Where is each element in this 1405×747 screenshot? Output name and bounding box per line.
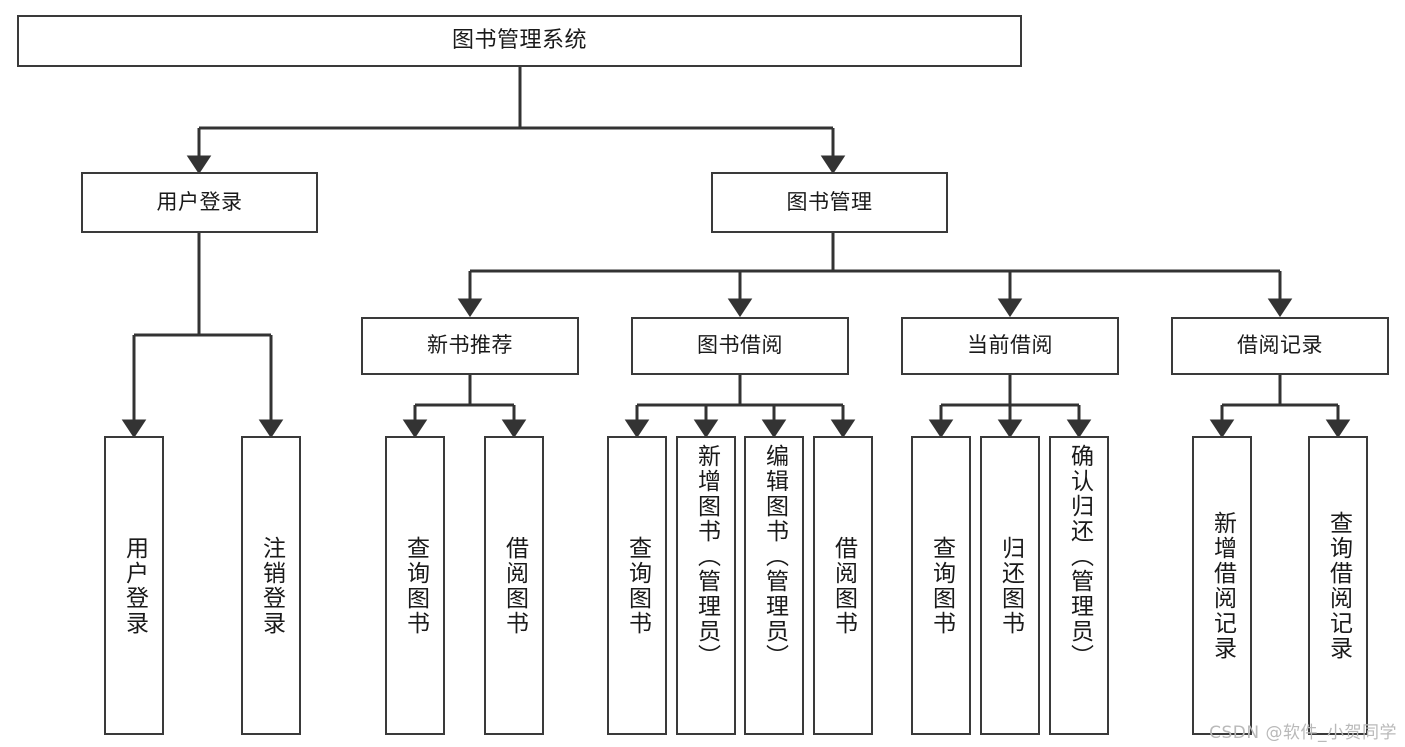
node-book-management[interactable]: 图书管理 [711, 172, 948, 233]
leaf-add-borrow-record[interactable]: 新增借阅记录 [1192, 436, 1252, 735]
node-user-login[interactable]: 用户登录 [81, 172, 318, 233]
node-label: 借阅图书 [830, 535, 857, 636]
node-label: 新增借阅记录 [1209, 510, 1236, 661]
leaf-query-book-new[interactable]: 查询图书 [385, 436, 445, 735]
leaf-return-book[interactable]: 归还图书 [980, 436, 1040, 735]
leaf-add-book-admin[interactable]: 新增图书（管理员） [676, 436, 736, 735]
leaf-edit-book-admin[interactable]: 编辑图书（管理员） [744, 436, 804, 735]
node-label: 图书借阅 [697, 333, 783, 358]
node-label: 查询图书 [402, 535, 429, 636]
node-label: 查询借阅记录 [1325, 510, 1352, 661]
node-new-book-recommend[interactable]: 新书推荐 [361, 317, 579, 375]
leaf-borrow-book-new[interactable]: 借阅图书 [484, 436, 544, 735]
leaf-user-login[interactable]: 用户登录 [104, 436, 164, 735]
node-book-borrow[interactable]: 图书借阅 [631, 317, 849, 375]
node-label: 查询图书 [624, 535, 651, 636]
node-label: 编辑图书（管理员） [761, 444, 788, 669]
leaf-query-borrow-record[interactable]: 查询借阅记录 [1308, 436, 1368, 735]
node-label: 图书管理 [786, 189, 873, 214]
leaf-query-book[interactable]: 查询图书 [607, 436, 667, 735]
node-label: 当前借阅 [967, 333, 1053, 358]
node-label: 用户登录 [121, 535, 148, 636]
leaf-query-book-current[interactable]: 查询图书 [911, 436, 971, 735]
node-label: 图书管理系统 [451, 27, 587, 53]
node-label: 归还图书 [997, 535, 1024, 636]
leaf-logout[interactable]: 注销登录 [241, 436, 301, 735]
watermark: CSDN @软件_小贺同学 [1209, 723, 1397, 743]
leaf-borrow-book[interactable]: 借阅图书 [813, 436, 873, 735]
node-label: 注销登录 [258, 535, 285, 636]
node-label: 借阅记录 [1237, 333, 1323, 358]
node-label: 确认归还（管理员） [1066, 444, 1093, 669]
node-label: 用户登录 [156, 189, 243, 214]
node-borrow-record[interactable]: 借阅记录 [1171, 317, 1389, 375]
node-root-system[interactable]: 图书管理系统 [17, 15, 1022, 67]
node-label: 新书推荐 [427, 333, 513, 358]
node-label: 新增图书（管理员） [693, 444, 720, 669]
node-current-borrow[interactable]: 当前借阅 [901, 317, 1119, 375]
node-label: 查询图书 [928, 535, 955, 636]
node-label: 借阅图书 [501, 535, 528, 636]
leaf-confirm-return-admin[interactable]: 确认归还（管理员） [1049, 436, 1109, 735]
